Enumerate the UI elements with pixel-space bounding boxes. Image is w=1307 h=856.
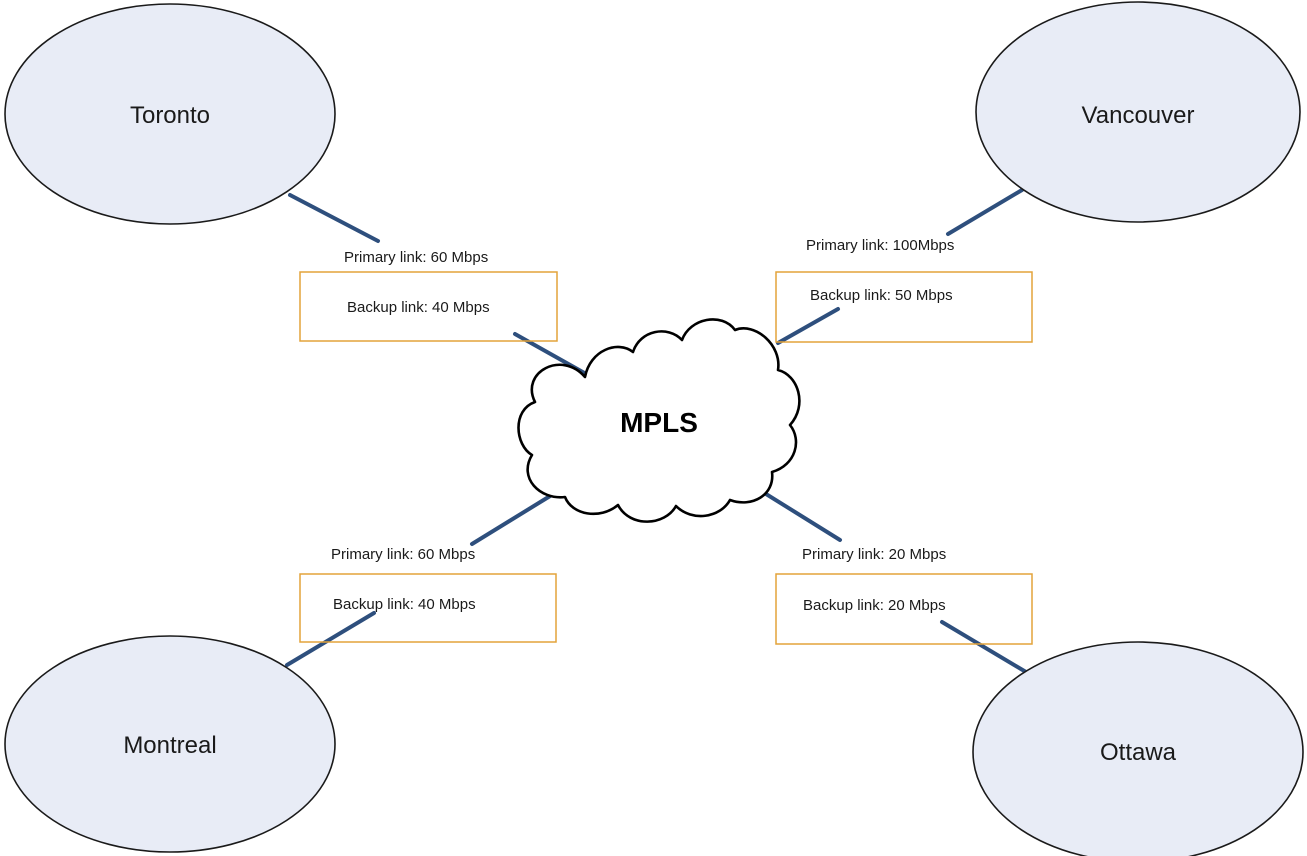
vancouver-backup-box (775, 271, 1033, 343)
montreal-primary-label: Primary link: 60 Mbps (331, 546, 475, 563)
toronto-backup-label: Backup link: 40 Mbps (347, 299, 490, 316)
site-montreal-ellipse (4, 635, 336, 853)
toronto-primary-label: Primary link: 60 Mbps (344, 249, 488, 266)
site-montreal: Montreal (4, 635, 336, 853)
site-vancouver-ellipse (975, 1, 1301, 223)
mpls-cloud: MPLS (517, 318, 801, 523)
site-ottawa-label: Ottawa (1100, 739, 1177, 766)
montreal-backup-box (299, 573, 557, 643)
site-ottawa: Ottawa (972, 641, 1304, 856)
site-ottawa-ellipse (972, 641, 1304, 856)
site-toronto-label: Toronto (130, 102, 210, 129)
site-toronto: Toronto (4, 3, 336, 225)
vancouver-primary-line (946, 188, 1024, 236)
montreal-backup-label: Backup link: 40 Mbps (333, 596, 476, 613)
site-vancouver: Vancouver (975, 1, 1301, 223)
ottawa-backup-label: Backup link: 20 Mbps (803, 597, 946, 614)
vancouver-backup-line (776, 307, 840, 345)
ottawa-primary-line (756, 487, 842, 542)
mpls-label: MPLS (620, 407, 698, 438)
montreal-primary-line (470, 491, 557, 546)
ottawa-backup-line (940, 620, 1028, 674)
montreal-backup-line (285, 611, 376, 667)
ottawa-backup-box (775, 573, 1033, 645)
site-toronto-ellipse (4, 3, 336, 225)
toronto-backup-box (299, 271, 558, 342)
site-vancouver-label: Vancouver (1082, 102, 1195, 129)
mpls-cloud-shape (517, 318, 801, 523)
site-montreal-label: Montreal (123, 732, 216, 759)
toronto-primary-line (288, 193, 380, 243)
vancouver-primary-label: Primary link: 100Mbps (806, 237, 954, 254)
ottawa-primary-label: Primary link: 20 Mbps (802, 546, 946, 563)
vancouver-backup-label: Backup link: 50 Mbps (810, 287, 953, 304)
